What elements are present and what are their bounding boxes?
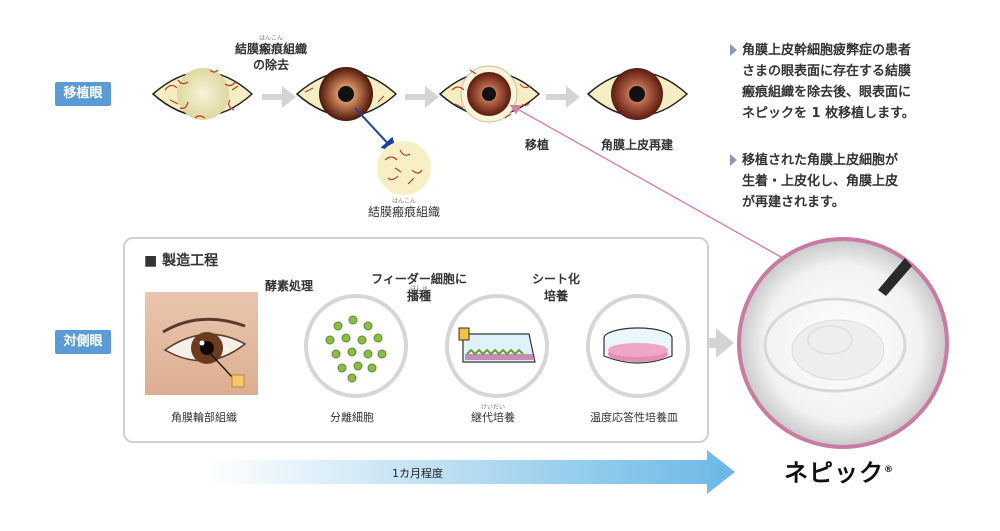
eye-before-icon: [151, 68, 254, 120]
bullet-triangle-icon: [730, 44, 737, 56]
side-note-line: 移植された角膜上皮細胞が: [742, 153, 899, 168]
temperature-dish-circle: [586, 294, 690, 398]
sheet-label-line2: 培養: [543, 289, 569, 303]
transplant-pointer-line: [509, 104, 791, 263]
nepic-product-photo: [737, 237, 949, 449]
side-note-line: ネピックを 1 枚移植します。: [742, 106, 915, 121]
eye-photo-icon: [162, 317, 247, 388]
side-note-line: 瘢痕組織を除去後、眼表面に: [742, 85, 912, 100]
eye-reconstructed-icon: [586, 68, 689, 120]
arrow-icon: [686, 328, 734, 358]
side-note-2: 移植された角膜上皮細胞が 生着・上皮化し、角膜上皮 が再建されます。: [730, 150, 899, 213]
side-note-line: が再建されます。: [742, 195, 845, 210]
limbal-label: 角膜輪部組織: [171, 411, 237, 424]
sheet-label-line1: シート化: [531, 272, 581, 286]
culture-flask-icon: [458, 327, 536, 363]
side-note-line: さまの眼表面に存在する結膜: [742, 64, 912, 79]
enzyme-label: 酵素処理: [264, 279, 314, 293]
scar-tissue-icon: [377, 141, 431, 195]
removal-arrow-icon: [354, 107, 398, 154]
bullet-triangle-icon: [730, 154, 737, 166]
product-brand: ネピック®: [784, 453, 894, 488]
feeder-ruby: はしゅ: [409, 285, 429, 292]
contralateral-eye-tag: 対側眼: [55, 330, 111, 354]
arrow-icon: [546, 86, 580, 108]
passage-label: 継代培養: [471, 411, 515, 424]
culture-dish-icon: [603, 327, 673, 364]
product-name: ネピック: [784, 459, 884, 487]
side-note-1: 角膜上皮幹細胞疲弊症の患者 さまの眼表面に存在する結膜 瘢痕組織を除去後、眼表面…: [730, 40, 915, 124]
feeder-label-line1: フィーダー細胞に: [371, 272, 467, 286]
isolated-cells-circle: [304, 294, 408, 398]
manufacturing-title: ■ 製造工程: [144, 253, 219, 269]
step1-label-line2: の除去: [252, 58, 290, 72]
cells-icon: [325, 315, 387, 383]
eye-scar-removed-icon: [295, 67, 398, 121]
scar-ruby: はんこん: [258, 35, 284, 42]
reconstruct-label: 角膜上皮再建: [600, 138, 674, 152]
side-note-line: 生着・上皮化し、角膜上皮: [742, 174, 899, 189]
passage-culture-circle: [445, 294, 549, 398]
step1-label-line1: 結膜瘢痕組織: [234, 42, 308, 56]
eye-transplanted-icon: [438, 65, 541, 123]
scar-tissue-ruby: はんこん: [391, 198, 417, 205]
registered-mark: ®: [884, 465, 894, 475]
passage-ruby: けいだい: [480, 404, 506, 411]
side-note-line: 角膜上皮幹細胞疲弊症の患者: [742, 43, 912, 58]
timebar-arrow-icon: [205, 450, 735, 494]
arrow-icon: [405, 86, 439, 108]
timebar-label: 1カ月程度: [392, 467, 443, 480]
transplant-eye-tag: 移植眼: [55, 82, 111, 106]
isolated-label: 分離細胞: [330, 411, 374, 424]
arrow-icon: [262, 86, 296, 108]
scar-tissue-label: 結膜瘢痕組織: [367, 205, 441, 219]
feeder-label-line2: 播種: [406, 289, 432, 303]
transplant-label: 移植: [524, 138, 550, 152]
dish-label: 温度応答性培養皿: [590, 411, 678, 424]
limbal-eye-photo: [145, 292, 258, 395]
